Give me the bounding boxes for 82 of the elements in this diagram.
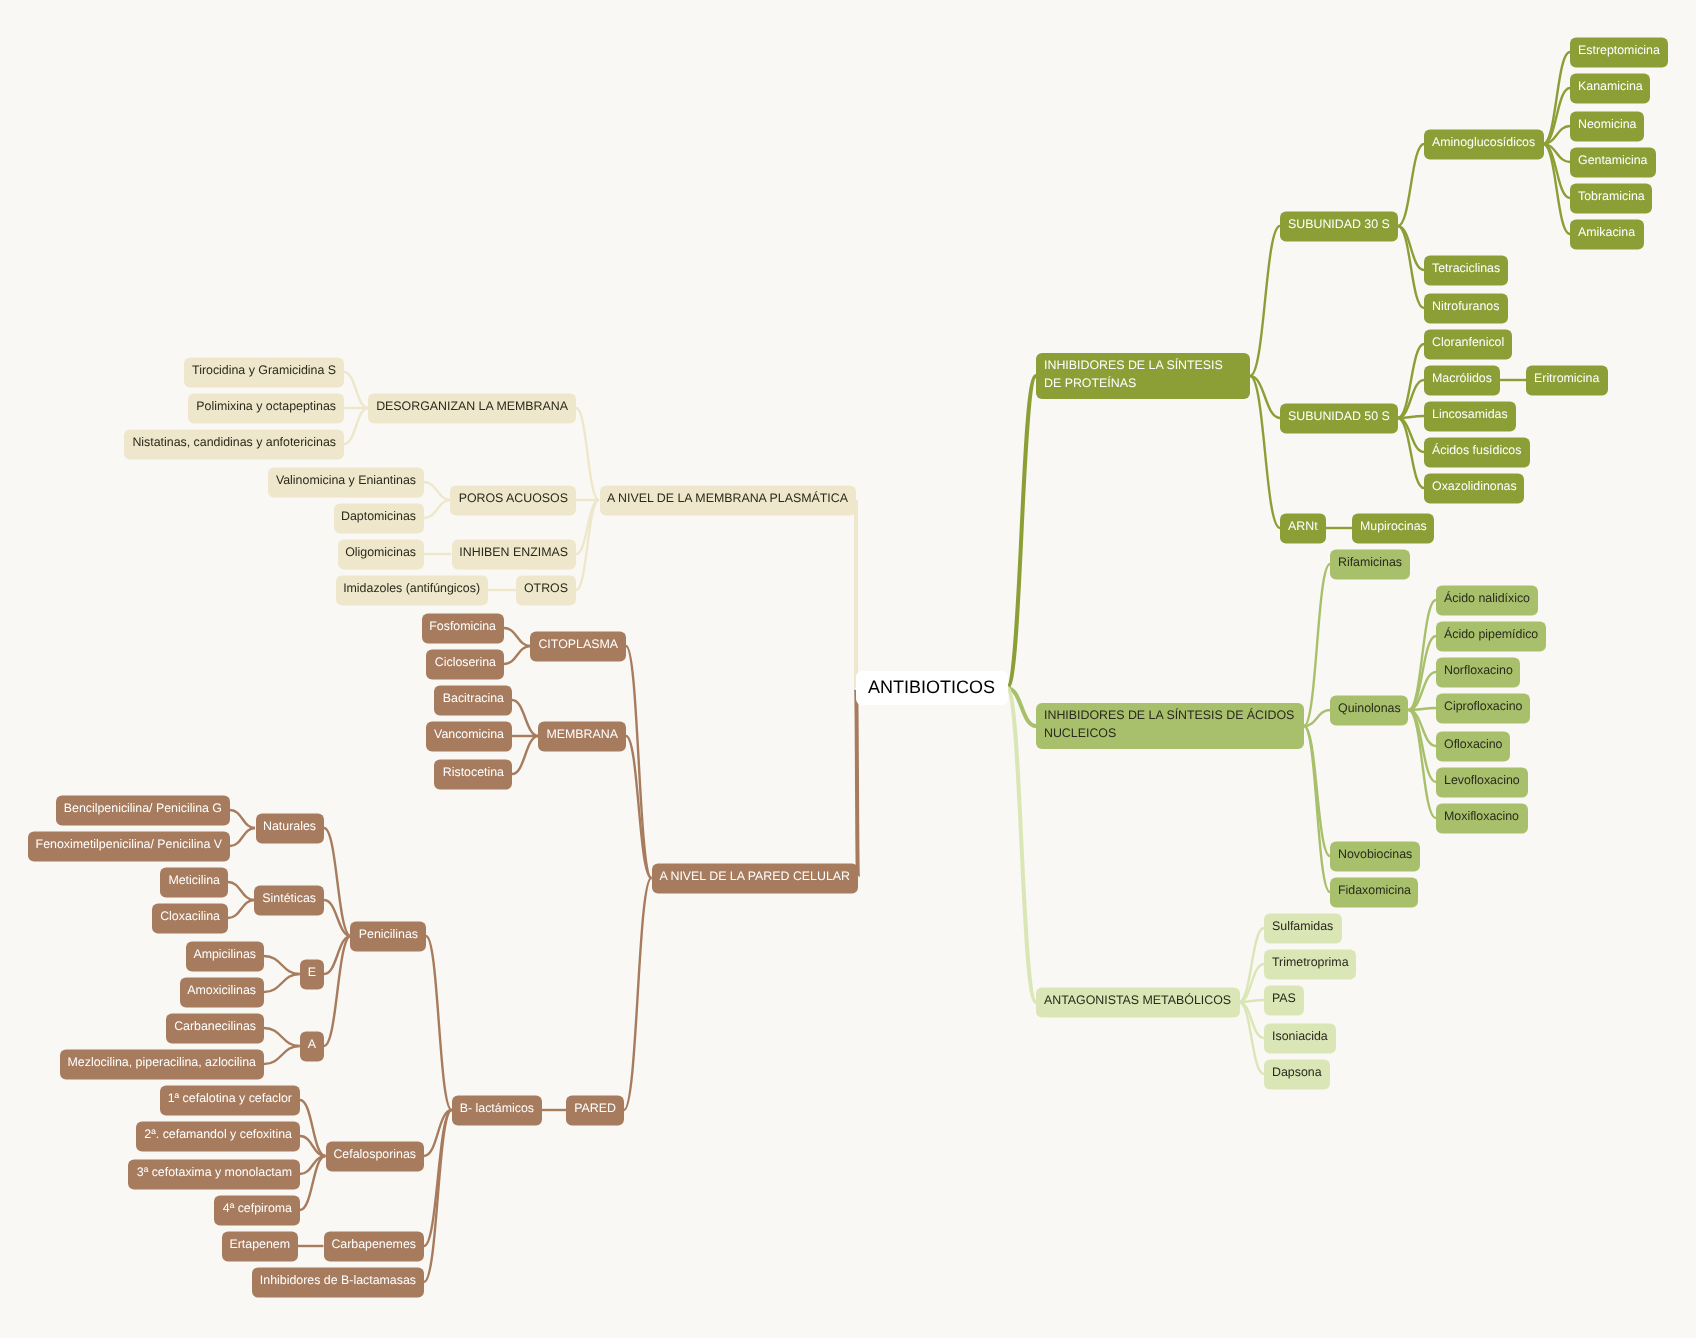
connector-line [1325,526,1352,530]
connector-line [424,552,452,556]
connector-line [625,735,653,879]
connector-line [299,1154,326,1212]
connector-line [511,698,539,738]
connector-line [1542,50,1571,146]
connector-line [229,826,256,848]
connector-line [1397,142,1425,228]
connector-line [1397,416,1425,490]
connector-line [1407,709,1437,819]
connector-line [1542,142,1571,200]
connector-line [1005,375,1038,689]
connector-line [1238,962,1265,1004]
connector-line [227,880,255,902]
connector-line [1499,378,1526,382]
connector-line [512,734,539,738]
connector-line [343,370,369,410]
connector-line [1249,374,1281,420]
connector-line [503,644,531,666]
connector-line [423,1108,453,1158]
connector-line [1005,687,1038,1003]
connector-line [263,1044,300,1066]
connector-line [263,1026,300,1048]
connector-line [625,645,653,879]
connector-line [1303,563,1331,727]
connector-line [299,1098,326,1158]
connector-line [1249,375,1281,529]
connector-line [423,1109,453,1247]
connector-line [299,1154,326,1176]
connector-line [299,1134,326,1158]
connector-line [343,406,369,446]
connector-line [1397,416,1425,454]
connector-line [1303,725,1331,893]
connector-line [623,877,653,1111]
connector-line [488,588,516,592]
connector-line [1238,1000,1265,1076]
connector-line [1397,224,1425,310]
connector-line [1397,414,1424,420]
connector-line [575,499,600,591]
connector-line [1238,1000,1265,1040]
connector-line [542,1108,567,1112]
connector-line [854,687,860,879]
connector-line [1407,599,1437,711]
connector-line [1249,225,1281,377]
connector-line [1408,634,1437,712]
connector-line [511,734,539,776]
connector-line [1006,686,1037,728]
central-topic: ANTIBIOTICOS [856,671,1008,705]
connector-line [1238,926,1265,1004]
connector-line [1543,142,1571,164]
connector-line [323,898,352,938]
connector-line [1408,708,1437,748]
connector-line [503,626,531,648]
connector-line [423,498,451,520]
connector-line [1542,142,1571,236]
connector-line [1408,706,1436,712]
connector-line [576,498,600,502]
connector-line [423,480,451,502]
connector-line [1543,124,1571,146]
connector-line [1303,708,1331,728]
connector-line [344,406,369,410]
connector-line [1303,725,1331,857]
connector-line [1239,998,1264,1004]
connector-line [323,935,352,1047]
connector-line [1397,378,1425,420]
connector-line [263,972,300,994]
connector-line [263,954,300,976]
connector-line [1542,86,1571,146]
connector-line [854,500,858,688]
connector-line [229,808,256,830]
connector-line [1408,708,1437,784]
connector-line [1397,342,1425,420]
connector-line [575,407,600,501]
connector-line [227,898,255,920]
connector-line [575,498,600,556]
connector-line [423,1109,453,1283]
connector-line [425,935,453,1111]
connector-line [323,934,352,976]
connector-line [323,827,352,937]
connector-line [298,1244,324,1248]
connector-line [1397,224,1425,272]
connector-line [1408,670,1437,712]
